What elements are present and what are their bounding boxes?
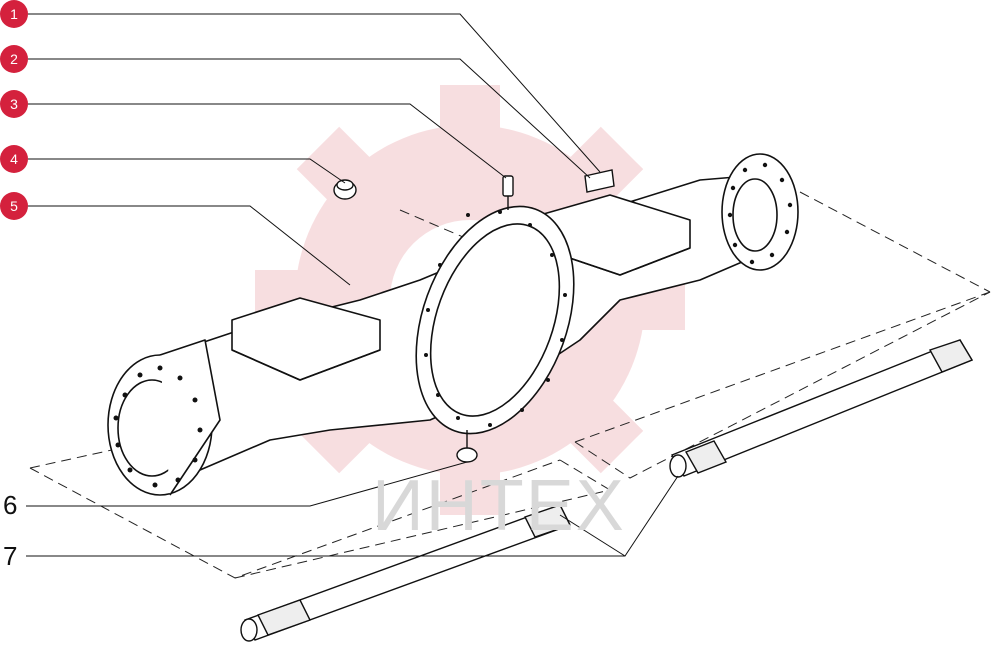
exploded-view-guides <box>29 191 991 579</box>
callout-1: 1 <box>0 0 28 28</box>
callout-3: 3 <box>0 90 28 118</box>
part-4-plug <box>333 179 357 200</box>
part-3-breather <box>502 175 514 210</box>
half-shaft-lower <box>240 504 571 642</box>
axle-housing <box>107 153 799 496</box>
callout-2: 2 <box>0 45 28 73</box>
half-shaft-upper <box>669 339 974 478</box>
callout-5: 5 <box>0 192 28 220</box>
callout-6: 6 <box>3 490 18 520</box>
callout-7: 7 <box>3 541 18 571</box>
part-6-drain-plug <box>456 430 478 463</box>
watermark-text: ИНТЕХ <box>372 466 626 546</box>
leader-lines <box>26 13 679 557</box>
callout-4: 4 <box>0 145 28 173</box>
part-1-plate <box>584 169 615 193</box>
